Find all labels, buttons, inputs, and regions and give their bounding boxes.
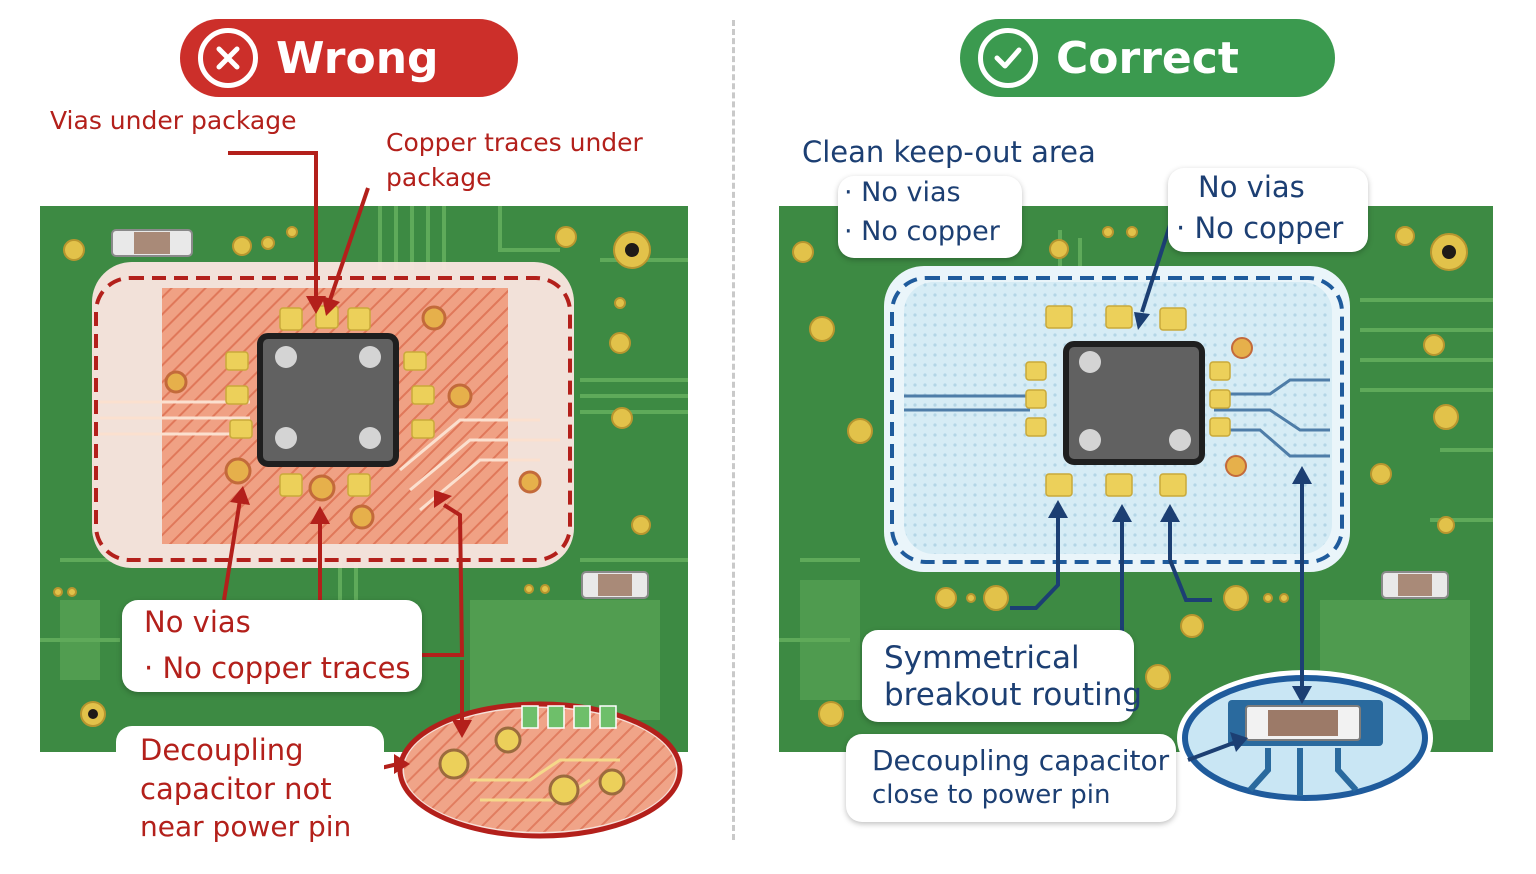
ic-package-correct: [1063, 341, 1205, 465]
label-vias-under-package: Vias under package: [50, 106, 297, 135]
check-circle-icon: [978, 28, 1038, 88]
center-divider: [732, 20, 735, 840]
symmetrical-box: [862, 630, 1134, 722]
label-decoupling-line1: Decoupling: [140, 733, 304, 767]
label-no-copper-traces: · No copper traces: [144, 651, 411, 685]
label-decoupling-line3: near power pin: [140, 810, 352, 843]
keepout-bullets-box: [838, 176, 1022, 258]
correct-decoupling-box: [846, 734, 1176, 822]
label-keepout-no-copper-text: No copper: [861, 216, 1000, 247]
label-right-no-copper-text: No copper: [1194, 211, 1344, 245]
label-right-no-vias: No vias: [1198, 170, 1305, 204]
label-keepout-no-vias: · No vias: [844, 177, 961, 208]
label-keepout-no-copper: · No copper: [844, 216, 1000, 247]
wrong-decoupling-box: [116, 726, 384, 852]
correct-badge-label: Correct: [1056, 32, 1239, 84]
wrong-badge: Wrong: [180, 19, 518, 97]
label-copper-traces-line2: package: [386, 163, 492, 192]
wrong-pcb-board: [40, 151, 688, 839]
label-keepout-no-vias-text: No vias: [861, 177, 961, 208]
wrong-callout-box: [122, 600, 422, 692]
label-no-vias-wrong: No vias: [144, 605, 251, 639]
correct-pcb-board: [779, 199, 1493, 806]
label-copper-traces-line1: Copper traces under: [386, 128, 643, 157]
label-decoupling-line2: capacitor not: [140, 772, 332, 806]
label-no-copper-traces-text: No copper traces: [162, 651, 411, 685]
label-keepout-title: Clean keep-out area: [802, 135, 1096, 169]
x-circle-icon: [198, 28, 258, 88]
wrong-badge-label: Wrong: [276, 32, 439, 84]
label-right-no-copper: · No copper: [1176, 211, 1344, 245]
correct-badge: Correct: [960, 19, 1335, 97]
right-bullets-box: [1168, 168, 1368, 252]
label-symmetrical-line2: breakout routing: [884, 677, 1143, 713]
label-symmetrical-line1: Symmetrical: [884, 640, 1080, 676]
label-correct-decoupling-line1: Decoupling capacitor: [872, 744, 1170, 777]
label-correct-decoupling-line2: close to power pin: [872, 780, 1111, 810]
